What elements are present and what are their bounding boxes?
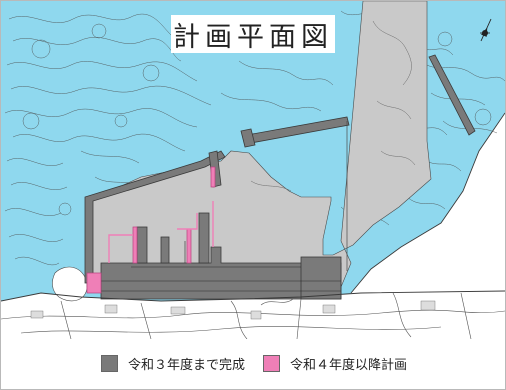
coastline: [1, 290, 505, 302]
future-pier-2: [186, 228, 192, 264]
future-quay-west: [86, 272, 102, 294]
completed-quays: [100, 212, 342, 300]
legend-item-planned: 令和４年度以降計画: [263, 354, 407, 373]
breakwater-west: [84, 150, 226, 284]
legend-item-completed: 令和３年度まで完成: [101, 354, 245, 373]
breakwater-north-east: [428, 54, 476, 136]
future-plan-structures: [86, 166, 216, 294]
breakwater-central-tip: [240, 128, 256, 148]
future-pier-1: [132, 226, 138, 264]
quay-pier-2: [160, 236, 170, 264]
planned-area-contours: [250, 20, 416, 192]
buildings: [30, 300, 436, 320]
legend-label-planned: 令和４年度以降計画: [290, 358, 408, 373]
legend-swatch-completed: [101, 355, 118, 372]
legend-label-completed: 令和３年度まで完成: [128, 358, 246, 373]
quay-pier-1: [136, 226, 148, 264]
quay-pier-3: [198, 212, 210, 264]
future-plan-outlines: [108, 201, 214, 263]
main-quay: [100, 246, 342, 300]
map-canvas: [1, 1, 505, 341]
quay-details: [101, 241, 341, 292]
east-quay: [300, 256, 342, 300]
future-pier-3: [210, 166, 216, 188]
legend-swatch-planned: [263, 355, 280, 372]
coastline-right: [350, 112, 505, 294]
map-legend: 令和３年度まで完成 令和４年度以降計画: [1, 339, 505, 389]
map-title: 計画平面図: [171, 15, 335, 53]
compass-north-arrow-icon: [480, 18, 492, 42]
headland-left: [52, 266, 88, 302]
coastal-land-right: [351, 113, 505, 341]
